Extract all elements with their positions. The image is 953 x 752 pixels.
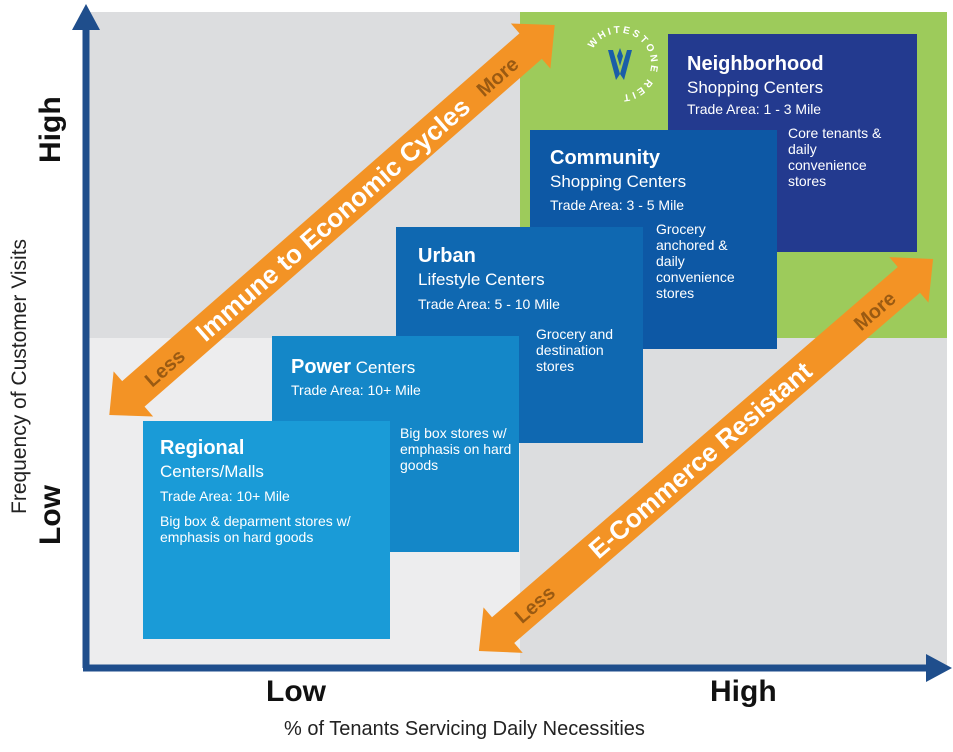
logo-w-mark — [608, 48, 632, 80]
community-trade-area-front: Trade Area: 3 - 5 Mile — [550, 197, 685, 213]
urban-title-front: Urban — [418, 245, 476, 267]
x-axis-low-label: Low — [266, 675, 326, 708]
power-trade-area-front: Trade Area: 10+ Mile — [291, 382, 421, 398]
urban-description-front: Grocery and destination stores — [536, 326, 614, 374]
community-subtitle-front: Shopping Centers — [550, 172, 687, 191]
x-axis-title: % of Tenants Servicing Daily Necessities — [284, 718, 645, 740]
community-title-front: Community — [550, 147, 660, 169]
regional-title-top: Regional — [160, 437, 245, 459]
neighborhood-description: Core tenants & daily convenience stores — [788, 125, 882, 189]
neighborhood-trade-area: Trade Area: 1 - 3 Mile — [687, 101, 822, 117]
power-subtitle-front: Centers — [351, 358, 416, 377]
regional-description-top: Big box & deparment stores w/ emphasis o… — [160, 513, 351, 545]
y-axis-arrowhead — [72, 4, 100, 30]
neighborhood-title: Neighborhood — [687, 53, 824, 75]
economic-arrow-label: Immune to Economic Cycles — [190, 91, 476, 347]
ecommerce-resistant-arrow: Less E-Commerce Resistant More — [478, 257, 934, 653]
neighborhood-subtitle: Shopping Centers — [687, 78, 824, 97]
urban-subtitle-front: Lifestyle Centers — [418, 270, 545, 289]
power-title-line-front: Power Centers — [291, 356, 415, 379]
urban-trade-area-front: Trade Area: 5 - 10 Mile — [418, 296, 560, 312]
regional-trade-area-top: Trade Area: 10+ Mile — [160, 488, 290, 504]
economic-cycles-arrow: Less Immune to Economic Cycles More — [109, 23, 555, 417]
x-axis-arrowhead — [926, 654, 952, 682]
power-description-front: Big box stores w/ emphasis on hard goods — [400, 425, 512, 473]
power-title-front: Power — [291, 356, 352, 378]
community-description-front: Grocery anchored & daily convenience sto… — [656, 221, 735, 301]
center-box-regional-top: Regional Centers/Malls Trade Area: 10+ M… — [143, 421, 390, 639]
x-axis-high-label: High — [710, 675, 777, 708]
ecommerce-arrow-label: E-Commerce Resistant — [583, 355, 818, 564]
whitestone-logo: WHITESTONE REIT — [578, 22, 662, 106]
regional-subtitle-top: Centers/Malls — [160, 462, 264, 481]
